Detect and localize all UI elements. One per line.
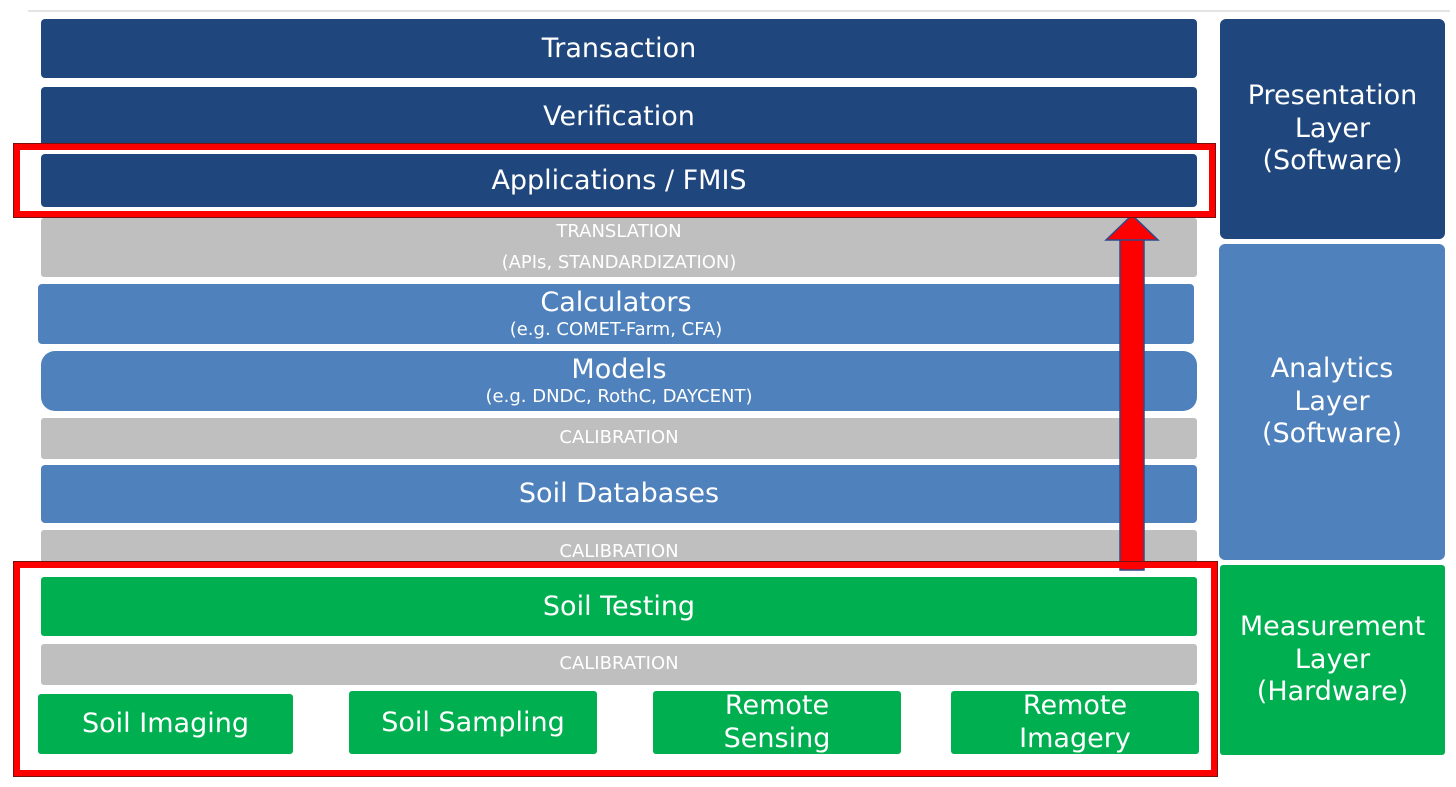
calculators-label: Calculators [540,287,692,319]
measurement-layer-line3: (Hardware) [1256,676,1409,708]
remote-sensing-line1: Remote [724,690,830,722]
calculators-box: Calculators (e.g. COMET-Farm, CFA) [38,284,1194,344]
verification-label: Verification [543,101,695,133]
remote-sensing-line2: Sensing [723,722,831,754]
translation-subtitle: (APIs, STANDARDIZATION) [501,251,737,273]
presentation-layer-box: Presentation Layer (Software) [1220,19,1445,239]
transaction-box: Transaction [41,19,1197,78]
models-examples: (e.g. DNDC, RothC, DAYCENT) [485,386,753,408]
applications-fmis-box: Applications / FMIS [41,154,1197,207]
calibration-box-1: CALIBRATION [41,418,1197,459]
remote-imagery-box: Remote Imagery [951,690,1199,754]
soil-sampling-label: Soil Sampling [381,706,565,738]
calibration-box-2: CALIBRATION [41,530,1197,568]
verification-box: Verification [41,87,1197,147]
analytics-layer-line1: Analytics [1270,352,1394,384]
measurement-layer-line2: Layer [1294,643,1371,675]
soil-testing-box: Soil Testing [41,577,1197,636]
soil-imaging-label: Soil Imaging [82,708,249,740]
applications-highlight-box [13,143,1216,218]
calibration-label-2: CALIBRATION [559,541,679,563]
translation-box: TRANSLATION (APIs, STANDARDIZATION) [41,218,1197,277]
remote-sensing-box: Remote Sensing [653,690,901,754]
calibration-label-3: CALIBRATION [559,653,679,675]
analytics-layer-line2: Layer [1294,385,1370,417]
transaction-label: Transaction [541,32,697,64]
soil-imaging-box: Soil Imaging [38,694,293,754]
calculators-examples: (e.g. COMET-Farm, CFA) [509,319,723,341]
remote-imagery-line1: Remote [1022,690,1128,722]
analytics-layer-box: Analytics Layer (Software) [1219,244,1445,560]
soil-databases-label: Soil Databases [518,478,720,510]
models-label: Models [571,354,667,386]
up-arrow-icon [1104,213,1160,571]
analytics-layer-line3: (Software) [1261,418,1403,450]
calibration-box-3: CALIBRATION [41,644,1197,685]
soil-databases-box: Soil Databases [41,465,1197,523]
measurement-layer-box: Measurement Layer (Hardware) [1220,565,1445,755]
translation-title: TRANSLATION [556,220,682,242]
measurement-highlight-box [13,561,1218,777]
soil-sampling-box: Soil Sampling [349,691,597,754]
top-divider [28,10,1450,12]
models-box: Models (e.g. DNDC, RothC, DAYCENT) [41,351,1197,411]
presentation-layer-line3: (Software) [1262,145,1403,177]
presentation-layer-line1: Presentation [1247,79,1418,111]
presentation-layer-line2: Layer [1294,112,1371,144]
measurement-layer-line1: Measurement [1239,610,1426,642]
calibration-label-1: CALIBRATION [559,427,679,449]
applications-fmis-label: Applications / FMIS [491,164,747,196]
soil-testing-label: Soil Testing [542,590,696,622]
remote-imagery-line2: Imagery [1019,722,1131,754]
